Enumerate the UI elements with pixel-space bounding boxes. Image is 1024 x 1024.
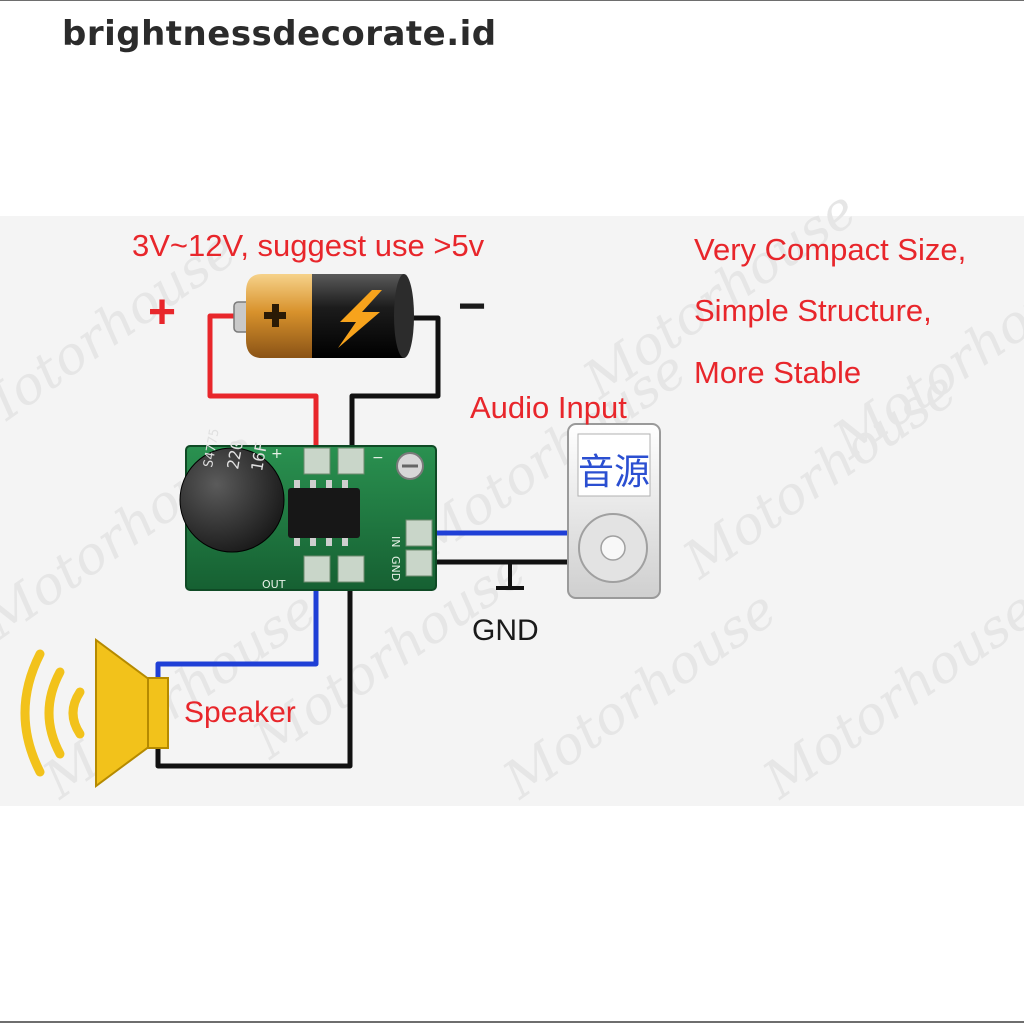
feature-line-3: More Stable (694, 355, 861, 390)
capacitor-label-3: 16F (247, 441, 271, 473)
frame-top-line (0, 0, 1024, 1)
amplifier-module: + − IN GND OUT S4775 220 16F (179, 428, 437, 591)
pcb-pad-plus (303, 447, 331, 475)
pcb-pad-minus (337, 447, 365, 475)
battery-end-cap (394, 274, 414, 358)
pcb-out-label: OUT (262, 578, 286, 591)
pcb-pad-out-b (337, 555, 365, 583)
battery (233, 274, 414, 358)
audio-input-label: Audio Input (470, 390, 627, 425)
player-center-button (600, 535, 626, 561)
speaker-label: Speaker (184, 696, 296, 729)
source-label: 音源 (578, 452, 650, 493)
pcb-pad-out-a (303, 555, 331, 583)
speaker-cone (95, 638, 151, 788)
lightning-icon (338, 290, 382, 348)
speaker-black-wire (155, 584, 353, 769)
diagram-panel (0, 216, 1024, 806)
feature-line-1: Very Compact Size, (694, 232, 966, 267)
sound-wave-small (68, 687, 85, 739)
speaker (20, 638, 169, 788)
minus-sign: − (458, 280, 486, 333)
negative-wire (349, 315, 441, 452)
pcb-in-label: IN (389, 536, 402, 547)
plus-sign: + (148, 286, 176, 339)
capacitor-label-2: 220 (223, 439, 247, 471)
chip-pins (294, 480, 348, 546)
battery-plus-mark-v (272, 304, 279, 327)
pcb-plus-label: + (271, 446, 283, 462)
pcb-gnd-label: GND (389, 556, 402, 581)
audio-player: 音源 (567, 423, 661, 599)
gnd-label: GND (472, 614, 539, 647)
pcb-chip (288, 488, 360, 538)
feature-line-2: Simple Structure, (694, 293, 932, 328)
pcb-pad-gnd (405, 549, 433, 577)
pcb-minus-label: − (372, 450, 384, 466)
voltage-note: 3V~12V, suggest use >5v (132, 228, 485, 263)
speaker-magnet (147, 677, 169, 749)
pcb-capacitor (179, 447, 285, 553)
capacitor-label-1: S4775 (201, 428, 223, 469)
pcb-pad-in (405, 519, 433, 547)
watermark-text: Motorhouse (752, 579, 1024, 811)
speaker-blue-wire (155, 584, 319, 684)
player-screen (577, 433, 651, 497)
store-name: brightnessdecorate.id (62, 14, 497, 54)
positive-wire (207, 313, 319, 452)
wires (155, 313, 570, 769)
sound-wave-large (20, 649, 45, 777)
frame-bottom-line (0, 1021, 1024, 1023)
sound-wave-mid (44, 667, 65, 759)
